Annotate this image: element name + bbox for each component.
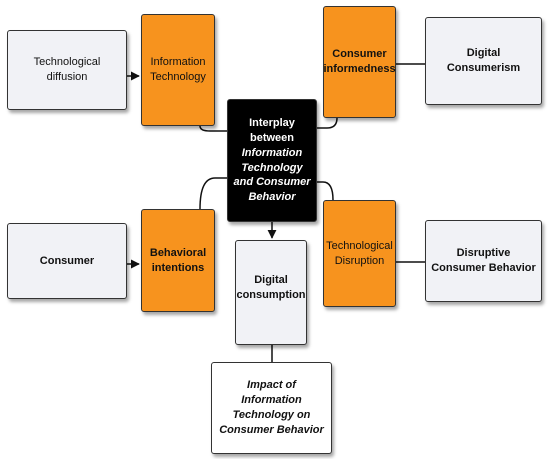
node-label: Disruptive Consumer Behavior [431,247,536,274]
node-digital-consumerism: Digital Consumerism [425,17,542,105]
node-label: Technological diffusion [33,56,101,83]
node-central-interplay: Interplay between Information Technology… [227,99,317,222]
central-label-line1: Interplay between [249,116,295,144]
node-technological-diffusion: Technological diffusion [7,30,127,110]
node-impact: Impact of Information Technology on Cons… [211,362,332,454]
node-label: Digital consumption [236,274,306,301]
central-label-line2: Information Technology and Consumer Beha… [233,146,311,204]
curve-informedness-to-central [317,117,338,129]
node-consumer: Consumer [7,223,127,299]
node-digital-consumption: Digital consumption [235,240,307,345]
curve-central-to-intentions [199,177,227,210]
node-information-technology: Information Technology [141,14,215,126]
curve-central-to-disruption [317,181,334,201]
node-label: Consumer [39,254,95,267]
node-technological-disruption: Technological Disruption [323,200,396,307]
node-label: Technological Disruption [326,239,393,267]
node-behavioral-intentions: Behavioral intentions [141,209,215,312]
node-consumer-informedness: Consumer informedness [323,6,396,118]
node-label: Digital Consumerism [446,47,521,74]
node-label: Consumer informedness [323,48,396,75]
curve-it-to-central [199,125,227,132]
central-label: Interplay between Information Technology… [232,116,312,205]
node-label: Information Technology [150,56,206,83]
node-disruptive-consumer-behavior: Disruptive Consumer Behavior [425,220,542,302]
node-label: Impact of Information Technology on Cons… [219,379,324,436]
node-label: Behavioral intentions [149,246,207,274]
